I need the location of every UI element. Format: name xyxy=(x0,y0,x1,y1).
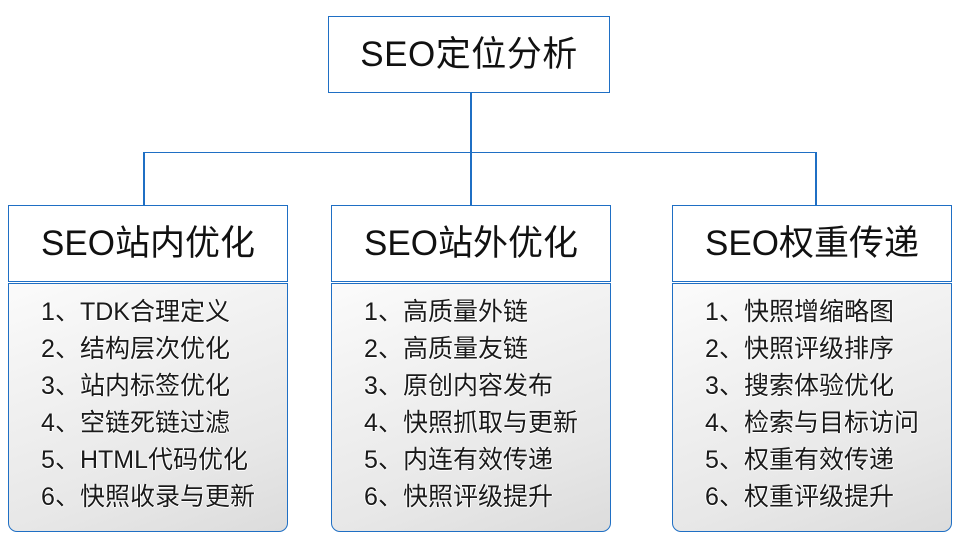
branch-column-offsite: SEO站外优化 1、高质量外链 2、高质量友链 3、原创内容发布 4、快照抓取与… xyxy=(331,205,611,532)
list-item: 3、原创内容发布 xyxy=(364,372,553,400)
list-item: 1、TDK合理定义 xyxy=(41,298,230,326)
connector-horizontal-bus xyxy=(143,151,816,154)
list-item: 1、快照增缩略图 xyxy=(705,298,894,326)
list-item: 2、高质量友链 xyxy=(364,335,528,363)
item-list: 1、高质量外链 2、高质量友链 3、原创内容发布 4、快照抓取与更新 5、内连有… xyxy=(364,294,578,516)
connector-branch-right xyxy=(815,151,817,206)
connector-root-vertical xyxy=(470,93,472,153)
list-item: 6、快照收录与更新 xyxy=(41,483,255,511)
list-item: 5、内连有效传递 xyxy=(364,446,553,474)
list-item: 2、快照评级排序 xyxy=(705,335,894,363)
list-item: 3、搜索体验优化 xyxy=(705,372,894,400)
branch-column-weight-transfer: SEO权重传递 1、快照增缩略图 2、快照评级排序 3、搜索体验优化 4、检索与… xyxy=(672,205,952,532)
root-node-seo-positioning-analysis[interactable]: SEO定位分析 xyxy=(328,16,610,93)
branch-header-label: SEO站外优化 xyxy=(364,224,578,263)
branch-body-weight-transfer: 1、快照增缩略图 2、快照评级排序 3、搜索体验优化 4、检索与目标访问 5、权… xyxy=(672,283,952,532)
branch-header-onsite[interactable]: SEO站内优化 xyxy=(8,205,288,282)
branch-header-label: SEO站内优化 xyxy=(41,224,255,263)
list-item: 2、结构层次优化 xyxy=(41,335,230,363)
list-item: 5、权重有效传递 xyxy=(705,446,894,474)
list-item: 6、快照评级提升 xyxy=(364,483,553,511)
list-item: 6、权重评级提升 xyxy=(705,483,894,511)
list-item: 3、站内标签优化 xyxy=(41,372,230,400)
branch-column-onsite: SEO站内优化 1、TDK合理定义 2、结构层次优化 3、站内标签优化 4、空链… xyxy=(8,205,288,532)
list-item: 1、高质量外链 xyxy=(364,298,528,326)
list-item: 5、HTML代码优化 xyxy=(41,446,249,474)
branch-body-offsite: 1、高质量外链 2、高质量友链 3、原创内容发布 4、快照抓取与更新 5、内连有… xyxy=(331,283,611,532)
list-item: 4、检索与目标访问 xyxy=(705,409,919,437)
branch-body-onsite: 1、TDK合理定义 2、结构层次优化 3、站内标签优化 4、空链死链过滤 5、H… xyxy=(8,283,288,532)
list-item: 4、空链死链过滤 xyxy=(41,409,230,437)
list-item: 4、快照抓取与更新 xyxy=(364,409,578,437)
connector-branch-left xyxy=(143,151,145,206)
root-node-label: SEO定位分析 xyxy=(360,35,578,74)
branch-header-offsite[interactable]: SEO站外优化 xyxy=(331,205,611,282)
connector-branch-middle xyxy=(470,151,472,206)
branch-header-label: SEO权重传递 xyxy=(705,224,919,263)
item-list: 1、TDK合理定义 2、结构层次优化 3、站内标签优化 4、空链死链过滤 5、H… xyxy=(41,294,255,516)
branch-header-weight-transfer[interactable]: SEO权重传递 xyxy=(672,205,952,282)
item-list: 1、快照增缩略图 2、快照评级排序 3、搜索体验优化 4、检索与目标访问 5、权… xyxy=(705,294,919,516)
